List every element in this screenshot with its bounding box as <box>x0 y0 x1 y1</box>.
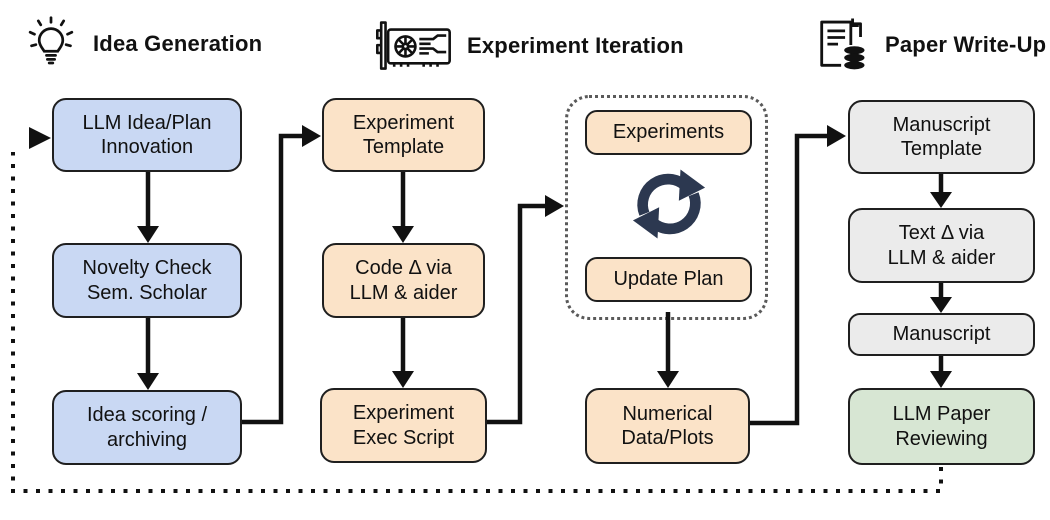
node-novelty-check: Novelty Check Sem. Scholar <box>52 243 242 318</box>
flow-lines <box>145 133 944 426</box>
cycle-icon-wrapper <box>628 163 710 250</box>
node-llm-paper-reviewing: LLM Paper Reviewing <box>848 388 1035 465</box>
node-experiments: Experiments <box>585 110 752 155</box>
node-update-plan: Update Plan <box>585 257 752 302</box>
section-label: Idea Generation <box>93 31 263 56</box>
node-llm-idea-plan-innovation: LLM Idea/Plan Innovation <box>52 98 242 172</box>
section-label: Experiment Iteration <box>467 33 684 58</box>
node-numerical-data-plots: Numerical Data/Plots <box>585 388 750 464</box>
gpu-icon <box>376 21 451 70</box>
arrowheads <box>29 125 952 390</box>
node-experiment-exec-script: Experiment Exec Script <box>320 388 487 463</box>
node-code-delta-llm-aider: Code Δ via LLM & aider <box>322 243 485 318</box>
node-manuscript: Manuscript <box>848 313 1035 356</box>
node-experiment-template: Experiment Template <box>322 98 485 172</box>
section-label: Paper Write-Up <box>885 32 1047 57</box>
section-header-experiment-iteration: Experiment Iteration <box>376 18 684 74</box>
cycle-icon <box>632 169 706 239</box>
paper-database-icon <box>820 18 868 72</box>
node-manuscript-template: Manuscript Template <box>848 100 1035 174</box>
node-idea-scoring-archiving: Idea scoring / archiving <box>52 390 242 465</box>
node-text-delta-llm-aider: Text Δ via LLM & aider <box>848 208 1035 283</box>
section-header-idea-generation: Idea Generation <box>22 14 262 74</box>
feedback-loop-dotted <box>11 152 943 493</box>
section-header-paper-write-up: Paper Write-Up <box>812 14 1046 76</box>
lightbulb-icon <box>28 16 74 65</box>
